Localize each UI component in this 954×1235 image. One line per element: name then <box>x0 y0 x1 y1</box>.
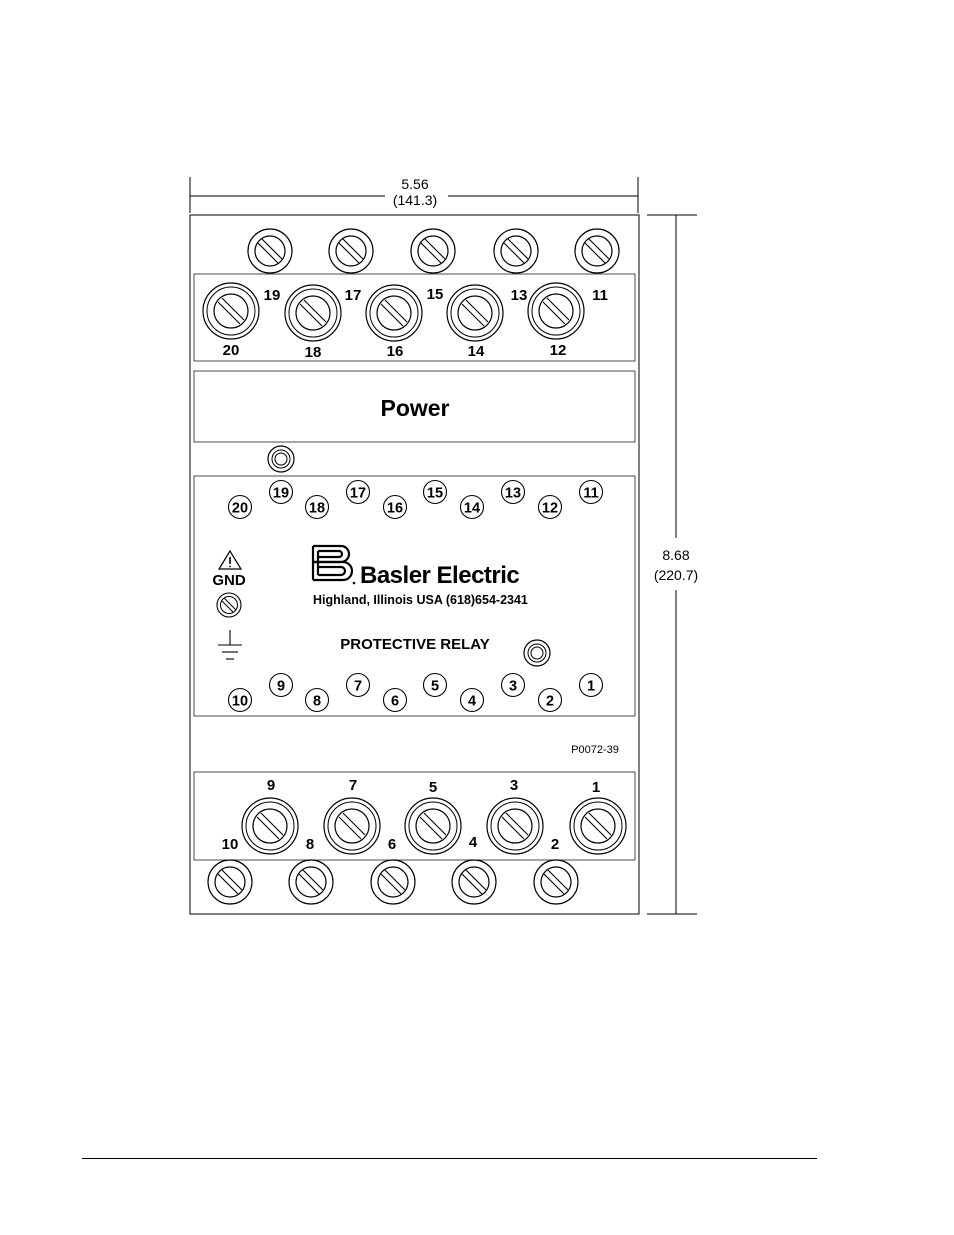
upper-terminal-numbers-top: 19 17 15 13 11 <box>264 286 608 304</box>
svg-text:1: 1 <box>587 679 595 695</box>
terminal-label: 15 <box>427 286 444 303</box>
terminal-label: 12 <box>550 342 567 359</box>
circled-number: 6 <box>382 687 408 713</box>
terminal-label: 1 <box>592 779 600 796</box>
terminal-label: 6 <box>388 836 396 853</box>
svg-text:9: 9 <box>277 679 285 695</box>
svg-text:7: 7 <box>354 679 362 695</box>
svg-text:3: 3 <box>509 679 517 695</box>
circled-number: 7 <box>345 672 371 698</box>
svg-text:8: 8 <box>313 694 321 710</box>
circled-number: 19 <box>268 479 294 505</box>
circled-lower-numbers: 10 9 8 7 6 5 4 3 2 1 <box>227 672 604 713</box>
indicator-bottom <box>523 639 551 667</box>
circled-number: 2 <box>537 687 563 713</box>
terminal-label: 4 <box>469 834 478 851</box>
svg-text:20: 20 <box>232 501 248 517</box>
circled-number: 8 <box>304 687 330 713</box>
terminal-label: 14 <box>468 343 485 360</box>
circled-number: 16 <box>382 494 408 520</box>
terminal-label: 19 <box>264 287 281 304</box>
terminal-label: 20 <box>223 342 240 359</box>
terminal-label: 11 <box>592 287 608 304</box>
height-dimension: 8.68 (220.7) <box>647 214 698 915</box>
svg-text:5: 5 <box>431 679 439 695</box>
svg-text:11: 11 <box>583 486 598 502</box>
svg-text:16: 16 <box>387 501 403 517</box>
terminal-label: 16 <box>387 343 404 360</box>
svg-text:17: 17 <box>350 486 366 502</box>
indicator-top <box>267 445 295 473</box>
ground-symbol-icon <box>218 630 242 660</box>
circled-number: 4 <box>459 687 485 713</box>
circled-number: 20 <box>227 494 253 520</box>
terminal-label: 7 <box>349 777 357 794</box>
circled-number: 3 <box>500 672 526 698</box>
terminal-label: 9 <box>267 777 275 794</box>
drawing-id: P0072-39 <box>571 744 619 756</box>
svg-text:2: 2 <box>546 694 554 710</box>
lower-terminal-block <box>193 771 636 861</box>
circled-number: 11 <box>578 479 604 505</box>
circled-number: 13 <box>500 479 526 505</box>
basler-logo-icon <box>311 544 356 585</box>
upper-terminal-block <box>193 273 636 362</box>
svg-text:10: 10 <box>232 694 248 710</box>
circled-number: 10 <box>227 687 253 713</box>
circled-number: 15 <box>422 479 448 505</box>
brand-address: Highland, Illinois USA (618)654-2341 <box>313 593 528 607</box>
circled-number: 1 <box>578 672 604 698</box>
width-inches: 5.56 <box>401 176 428 192</box>
lower-terminal-numbers-bottom: 10 8 6 4 2 <box>222 834 560 853</box>
terminal-label: 17 <box>345 287 362 304</box>
power-label-box <box>193 370 636 443</box>
svg-text:13: 13 <box>505 486 521 502</box>
width-millimeters: (141.3) <box>393 192 437 208</box>
svg-text:6: 6 <box>391 694 399 710</box>
circled-number: 17 <box>345 479 371 505</box>
page-footer-rule <box>82 1158 817 1159</box>
height-millimeters: (220.7) <box>654 567 698 583</box>
gnd-label: GND <box>212 572 246 589</box>
upper-terminal-numbers-bottom: 20 18 16 14 12 <box>223 342 567 361</box>
width-dimension: 5.56 (141.3) <box>189 176 639 213</box>
svg-text:18: 18 <box>309 501 325 517</box>
circled-number: 14 <box>459 494 485 520</box>
svg-text:19: 19 <box>273 486 289 502</box>
height-inches: 8.68 <box>662 547 689 563</box>
circled-number: 18 <box>304 494 330 520</box>
warning-triangle-icon <box>217 549 243 570</box>
svg-text:4: 4 <box>468 694 476 710</box>
svg-text:14: 14 <box>464 501 480 517</box>
svg-text:15: 15 <box>427 486 443 502</box>
terminal-label: 18 <box>305 344 322 361</box>
circled-number: 12 <box>537 494 563 520</box>
circled-upper-numbers: 20 19 18 17 16 15 14 13 12 11 <box>227 479 604 520</box>
lower-terminal-numbers-top: 9 7 5 3 1 <box>267 777 600 796</box>
terminal-label: 8 <box>306 836 314 853</box>
circled-number: 5 <box>422 672 448 698</box>
circled-number: 9 <box>268 672 294 698</box>
svg-text:12: 12 <box>542 501 558 517</box>
nameplate <box>193 475 636 717</box>
product-name: PROTECTIVE RELAY <box>340 636 489 653</box>
terminal-label: 3 <box>510 777 518 794</box>
panel-title: Power <box>380 395 449 421</box>
terminal-label: 5 <box>429 779 437 796</box>
terminal-label: 13 <box>511 287 528 304</box>
terminal-label: 10 <box>222 836 239 853</box>
gnd-screw <box>216 592 242 618</box>
brand-name: Basler Electric <box>360 562 519 589</box>
terminal-label: 2 <box>551 836 559 853</box>
